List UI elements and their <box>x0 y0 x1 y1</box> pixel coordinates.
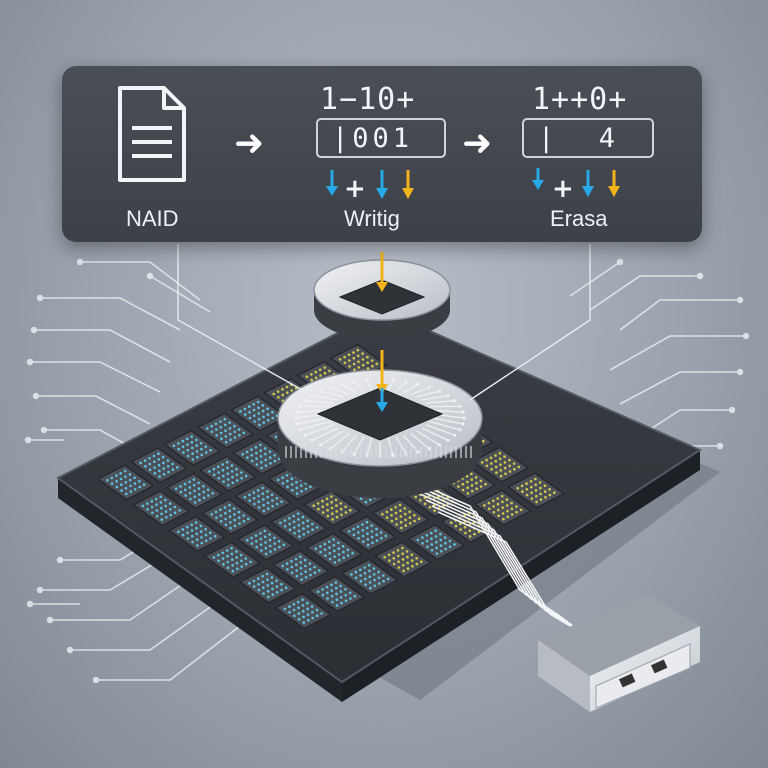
memory-cell <box>236 524 295 561</box>
memory-cell <box>474 489 532 526</box>
document-icon <box>118 86 186 182</box>
usb-wires <box>401 475 585 635</box>
memory-cell <box>374 541 432 578</box>
arrow-down-icon <box>326 170 414 199</box>
erasing-bits-box: | 4 <box>522 118 654 158</box>
memory-cell <box>239 567 297 604</box>
memory-cell <box>272 550 330 587</box>
memory-cell <box>305 533 363 569</box>
memory-cell <box>165 473 224 509</box>
arrow-down-icon <box>376 252 388 412</box>
writing-label: Writig <box>344 206 400 231</box>
memory-cell <box>471 446 530 483</box>
process-panel: NAID ➜ 1−10+ |001 + Writig ➜ 1++0+ | 4 +… <box>62 66 702 242</box>
memory-cell <box>132 490 190 527</box>
circuit-traces <box>24 258 750 684</box>
source-label: NAID <box>126 206 179 231</box>
board-side <box>58 478 342 702</box>
memory-cell <box>201 498 259 535</box>
arrow-right-icon: ➜ <box>462 123 493 164</box>
memory-cell <box>338 515 397 552</box>
memory-cell <box>303 490 361 526</box>
memory-cell <box>507 472 565 509</box>
panel-connectors <box>177 244 591 401</box>
memory-cell <box>199 455 257 492</box>
memory-cell <box>307 576 366 612</box>
usb-connector-icon <box>538 594 700 712</box>
erasing-bits-top: 1++0+ <box>532 82 628 117</box>
memory-cell <box>341 558 399 595</box>
chip-icon <box>277 369 483 498</box>
erasing-operator: + <box>552 174 574 204</box>
erasing-label: Erasa <box>550 206 608 231</box>
memory-cell <box>372 498 430 535</box>
memory-cell <box>274 593 332 630</box>
memory-cell <box>270 507 328 544</box>
memory-cell <box>196 412 255 449</box>
arrow-down-icon <box>532 168 620 197</box>
memory-cell <box>130 447 188 484</box>
memory-cell <box>234 481 292 518</box>
arrow-right-icon: ➜ <box>234 123 265 164</box>
writing-bits-top: 1−10+ <box>320 82 416 117</box>
writing-operator: + <box>344 174 366 204</box>
memory-cell <box>203 541 261 578</box>
memory-cell <box>97 464 155 501</box>
memory-cell <box>168 516 226 552</box>
memory-cell <box>163 430 221 466</box>
writing-bits-box: |001 <box>316 118 446 158</box>
memory-cell <box>407 524 465 561</box>
